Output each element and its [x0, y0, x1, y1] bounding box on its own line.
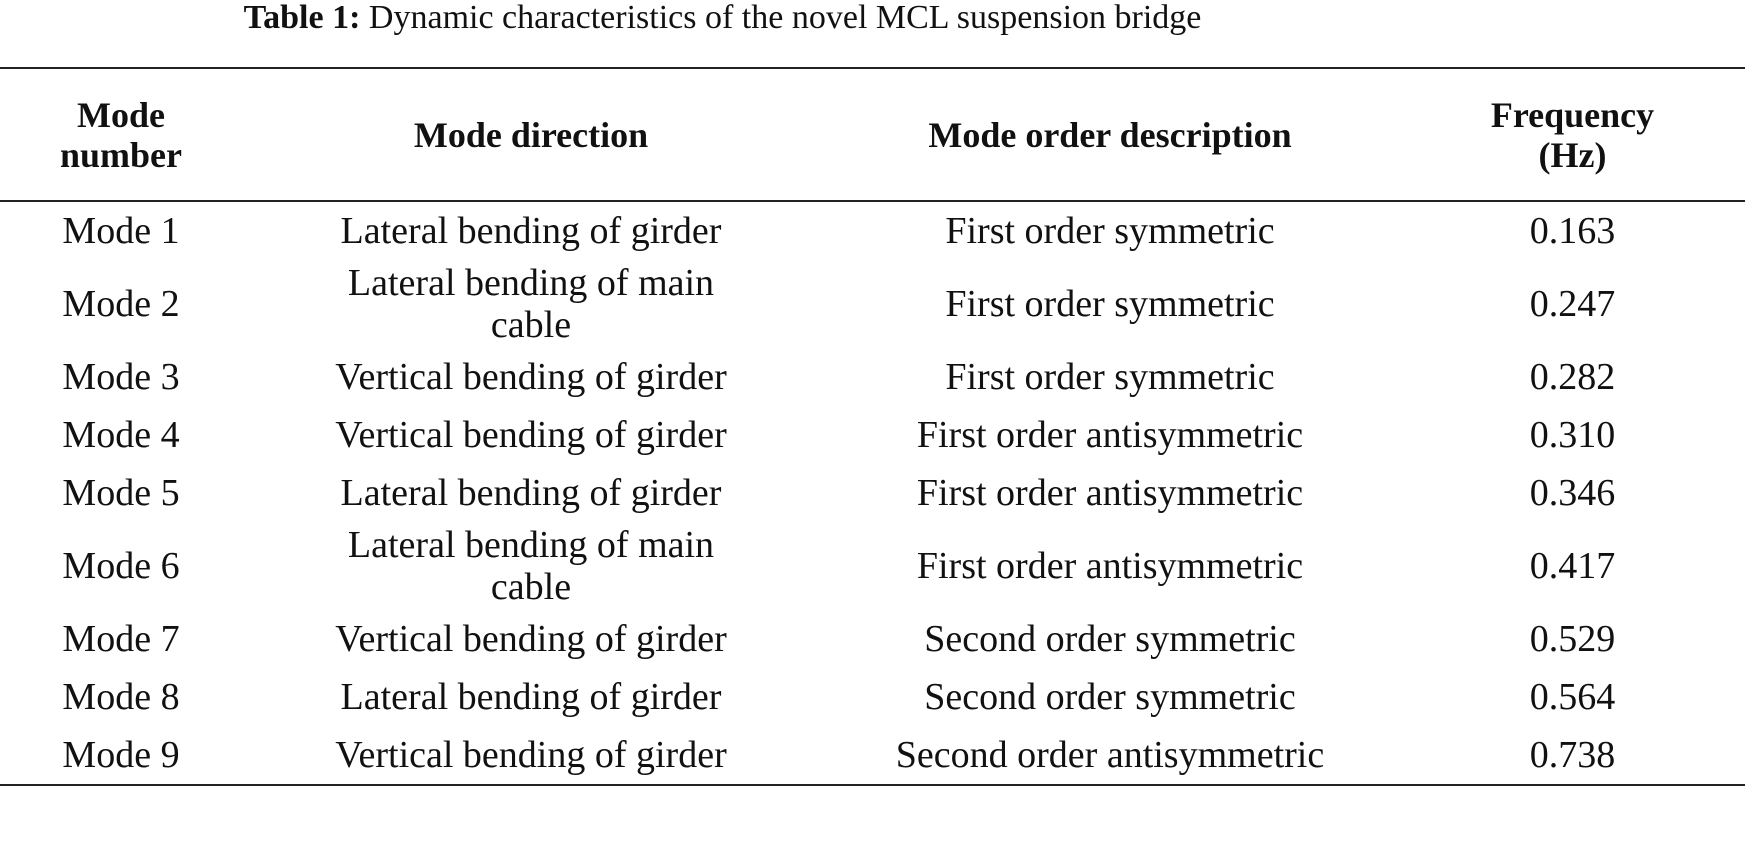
frequency-cell: 0.417 — [1529, 545, 1616, 587]
table-row: Mode 5 Lateral bending of girder First o… — [0, 464, 1745, 522]
mode-direction-cell: Lateral bending of girder — [340, 210, 722, 252]
mode-number-cell: Mode 1 — [62, 210, 180, 252]
mode-direction-cell: Lateral bending of main cable — [347, 524, 715, 608]
column-header-mode-number: Mode number — [59, 94, 182, 175]
frequency-cell: 0.163 — [1529, 210, 1616, 252]
table-row: Mode 2 Lateral bending of main cable Fir… — [0, 260, 1745, 348]
mode-number-cell: Mode 6 — [62, 545, 180, 587]
table-caption: Table 1: Dynamic characteristics of the … — [0, 0, 1445, 38]
mode-order-cell: Second order symmetric — [924, 618, 1296, 660]
mode-order-cell: First order symmetric — [945, 283, 1275, 325]
mode-direction-cell: Vertical bending of girder — [335, 414, 727, 456]
mode-number-cell: Mode 3 — [62, 356, 180, 398]
mode-direction-cell: Lateral bending of girder — [340, 676, 722, 718]
mode-order-cell: First order antisymmetric — [916, 472, 1304, 514]
frequency-cell: 0.346 — [1529, 472, 1616, 514]
frequency-cell: 0.310 — [1529, 414, 1616, 456]
mode-direction-cell: Vertical bending of girder — [335, 734, 727, 776]
column-header-frequency: Frequency (Hz) — [1490, 94, 1655, 175]
mode-direction-cell: Lateral bending of girder — [340, 472, 722, 514]
frequency-cell: 0.282 — [1529, 356, 1616, 398]
table-row: Mode 7 Vertical bending of girder Second… — [0, 610, 1745, 668]
table-row: Mode 4 Vertical bending of girder First … — [0, 406, 1745, 464]
mode-order-cell: Second order antisymmetric — [895, 734, 1325, 776]
caption-label: Table 1: — [243, 0, 361, 36]
mode-order-cell: Second order symmetric — [924, 676, 1296, 718]
mode-order-cell: First order symmetric — [945, 210, 1275, 252]
mode-order-cell: First order antisymmetric — [916, 545, 1304, 587]
mode-direction-cell: Vertical bending of girder — [335, 356, 727, 398]
mode-number-cell: Mode 5 — [62, 472, 180, 514]
table-body: Mode 1 Lateral bending of girder First o… — [0, 201, 1745, 785]
caption-text: Dynamic characteristics of the novel MCL… — [368, 0, 1202, 36]
column-header-mode-order-description: Mode order description — [928, 114, 1292, 155]
data-table: Mode number Mode direction Mode order de… — [0, 67, 1745, 786]
mode-number-cell: Mode 2 — [62, 283, 180, 325]
frequency-cell: 0.738 — [1529, 734, 1616, 776]
mode-number-cell: Mode 4 — [62, 414, 180, 456]
mode-direction-cell: Vertical bending of girder — [335, 618, 727, 660]
table-row: Mode 6 Lateral bending of main cable Fir… — [0, 522, 1745, 610]
frequency-cell: 0.529 — [1529, 618, 1616, 660]
frequency-cell: 0.247 — [1529, 283, 1616, 325]
table-row: Mode 3 Vertical bending of girder First … — [0, 348, 1745, 406]
table-row: Mode 8 Lateral bending of girder Second … — [0, 668, 1745, 726]
column-header-mode-direction: Mode direction — [413, 114, 649, 155]
mode-number-cell: Mode 9 — [62, 734, 180, 776]
header-row: Mode number Mode direction Mode order de… — [0, 68, 1745, 201]
mode-number-cell: Mode 8 — [62, 676, 180, 718]
mode-order-cell: First order antisymmetric — [916, 414, 1304, 456]
table-header: Mode number Mode direction Mode order de… — [0, 68, 1745, 201]
frequency-cell: 0.564 — [1529, 676, 1616, 718]
mode-order-cell: First order symmetric — [945, 356, 1275, 398]
mode-direction-cell: Lateral bending of main cable — [347, 262, 715, 346]
table-row: Mode 1 Lateral bending of girder First o… — [0, 201, 1745, 260]
table-row: Mode 9 Vertical bending of girder Second… — [0, 726, 1745, 785]
mode-number-cell: Mode 7 — [62, 618, 180, 660]
